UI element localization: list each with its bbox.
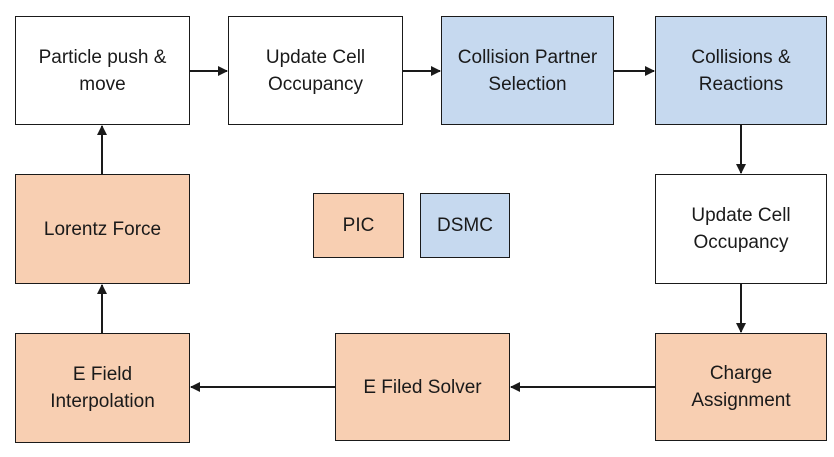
node-collision-partner-selection: Collision Partner Selection [441, 16, 614, 125]
node-e-field-solver: E Filed Solver [335, 333, 510, 441]
node-collisions-reactions: Collisions & Reactions [655, 16, 827, 125]
node-e-field-interpolation: E Field Interpolation [15, 333, 190, 443]
node-update-cell-occupancy-1: Update Cell Occupancy [228, 16, 403, 125]
legend-dsmc: DSMC [420, 193, 510, 258]
node-lorentz-force: Lorentz Force [15, 174, 190, 284]
node-particle-push: Particle push & move [15, 16, 190, 125]
legend-pic: PIC [313, 193, 404, 258]
node-update-cell-occupancy-2: Update Cell Occupancy [655, 174, 827, 284]
node-charge-assignment: Charge Assignment [655, 333, 827, 441]
